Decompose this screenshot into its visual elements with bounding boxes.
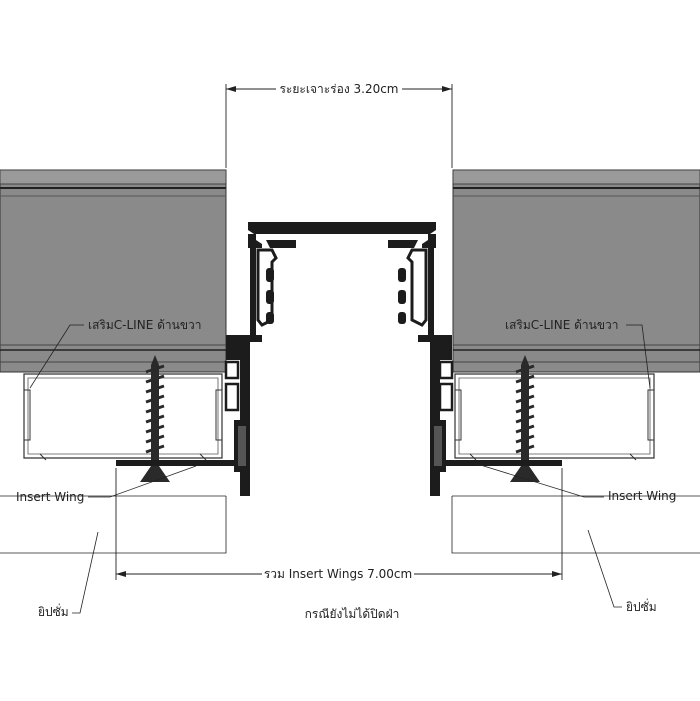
left-insert-wing [116,460,236,466]
cline-left-label: เสริมC-LINE ด้านขวา [88,318,202,332]
insert-wing-right-label: Insert Wing [608,489,676,503]
right-cline-stud [454,373,655,461]
left-ceiling-panel [0,169,227,373]
insert-wing-left-label: Insert Wing [16,490,84,504]
gypsum-left-label: ยิปซั่ม [38,603,69,619]
top-dimension-label: ระยะเจาะร่อง 3.20cm [279,82,398,96]
gypsum-outlines [0,495,700,554]
right-screw [510,355,540,482]
right-insert-wing [444,460,562,466]
bottom-dimension [115,468,563,580]
leader-lines [29,324,651,614]
bottom-dimension-label: รวม Insert Wings 7.00cm [264,567,412,581]
cline-right-label: เสริมC-LINE ด้านขวา [505,318,619,332]
center-track-profile [224,222,454,496]
caption: กรณียังไม่ได้ปิดฝ่า [305,607,400,621]
left-cline-stud [23,373,223,461]
gypsum-right-label: ยิปซั่ม [626,598,657,614]
top-dimension [225,84,453,168]
left-screw [140,355,170,482]
right-ceiling-panel [452,169,700,373]
